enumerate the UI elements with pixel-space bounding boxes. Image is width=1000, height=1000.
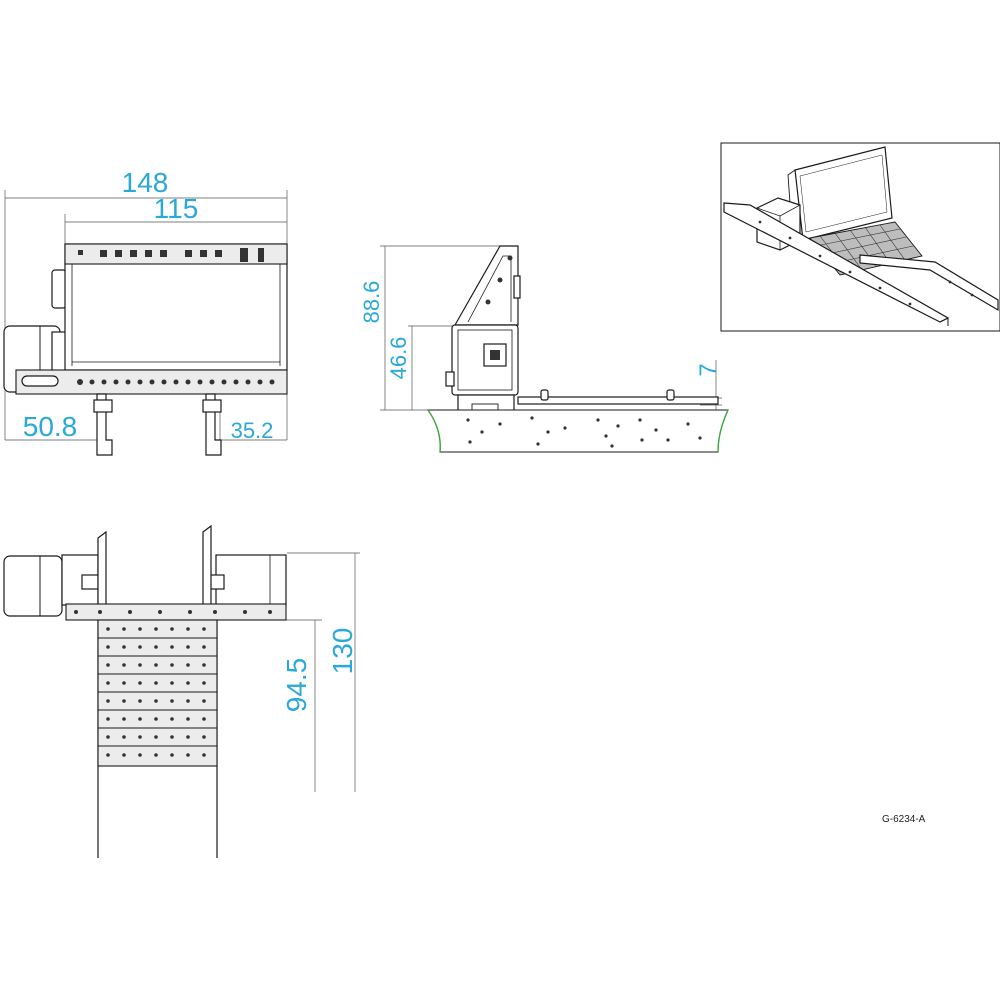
ladder bbox=[97, 619, 218, 858]
dim-35-2: 35.2 bbox=[231, 418, 274, 443]
isometric-rails bbox=[723, 202, 999, 326]
ground-plate bbox=[427, 409, 729, 453]
front-frame-holes bbox=[78, 248, 264, 262]
dim-130: 130 bbox=[327, 628, 358, 675]
dim-50-8: 50.8 bbox=[23, 411, 78, 442]
front-view: 148 115 50.8 35.2 bbox=[3, 167, 288, 456]
top-view: 130 94.5 bbox=[3, 524, 360, 858]
front-frame bbox=[64, 243, 288, 371]
left-upright bbox=[97, 530, 107, 606]
top-motor bbox=[3, 554, 99, 617]
front-rail bbox=[15, 369, 288, 395]
front-brackets bbox=[93, 393, 222, 456]
handle bbox=[51, 269, 67, 309]
top-right-box bbox=[202, 524, 287, 606]
control-box bbox=[445, 324, 519, 396]
drawing-reference: G-6234-A bbox=[882, 814, 926, 825]
isometric-view bbox=[720, 142, 1000, 332]
dim-46-6: 46.6 bbox=[386, 337, 411, 380]
dim-88-6: 88.6 bbox=[359, 281, 384, 324]
dim-115: 115 bbox=[154, 193, 199, 224]
side-rail bbox=[517, 389, 719, 405]
top-crossbar bbox=[65, 603, 287, 621]
dim-148: 148 bbox=[122, 167, 169, 198]
side-view: 88.6 46.6 7 bbox=[359, 245, 729, 453]
dim-94-5: 94.5 bbox=[281, 658, 312, 713]
dim-7: 7 bbox=[695, 363, 722, 376]
side-panel bbox=[453, 245, 521, 326]
